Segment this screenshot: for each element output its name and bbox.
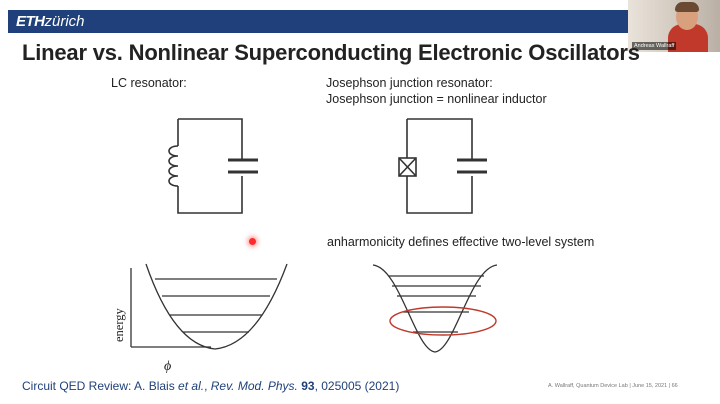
citation: Circuit QED Review: A. Blais et al., Rev… <box>22 379 400 393</box>
participant-name: Andreas Wallraff <box>632 42 677 50</box>
jj-circuit-wire <box>406 118 473 214</box>
lc-circuit-wire <box>177 118 243 214</box>
lc-resonator-label: LC resonator: <box>111 76 187 90</box>
jj-nonlinear-inductor-label: Josephson junction = nonlinear inductor <box>326 92 547 106</box>
parabola <box>145 263 288 350</box>
speaker-hair <box>675 2 699 12</box>
inductor-coil <box>168 145 179 187</box>
jj-resonator-label: Josephson junction resonator: <box>326 76 493 90</box>
laser-pointer <box>249 238 256 245</box>
phi-axis-label: ϕ <box>164 359 171 374</box>
energy-axis-label: energy <box>112 307 126 342</box>
harmonic-potential-plot <box>130 263 288 350</box>
eth-header-bar <box>8 10 628 33</box>
two-level-highlight-ellipse <box>389 306 497 336</box>
josephson-junction-symbol <box>398 157 417 177</box>
eth-logo: ETHzürich <box>16 13 85 30</box>
anharmonicity-label: anharmonicity defines effective two-leve… <box>327 235 595 249</box>
slide-title: Linear vs. Nonlinear Superconducting Ele… <box>22 40 640 65</box>
lc-circuit-diagram <box>168 118 258 214</box>
jj-circuit-diagram <box>398 118 487 214</box>
cosine-well <box>372 264 498 353</box>
anharmonic-potential-plot <box>372 264 498 353</box>
slide-footer: A. Wallraff, Quantum Device Lab | June 1… <box>548 383 678 389</box>
